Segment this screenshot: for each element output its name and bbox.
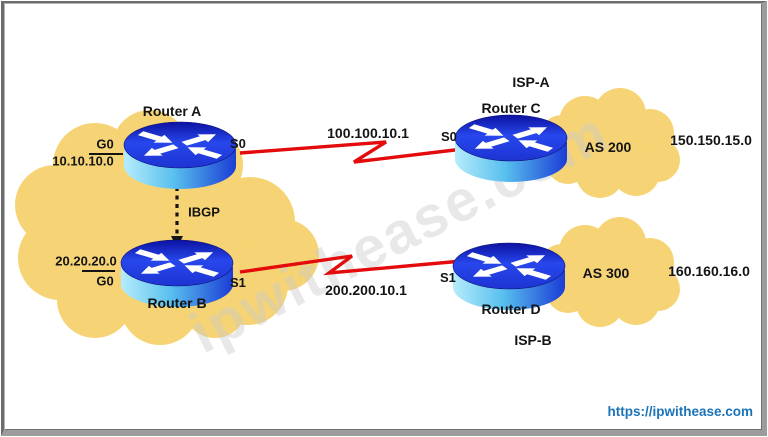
local-network-cloud [15,110,319,345]
link-routerB-routerD [239,254,463,276]
router-c-s0-label: S0 [441,129,457,144]
link-routerA-routerC [239,140,464,164]
network-10-label: 10.10.10.0 [52,153,114,169]
link-bottom-ip-label: 200.200.10.1 [325,282,407,298]
as200-label: AS 200 [584,139,632,155]
router-d-label: Router D [481,301,541,317]
router-b-label: Router B [147,295,207,311]
isp-b-label: ISP-B [514,332,552,348]
router-a-s0-label: S0 [230,136,246,151]
isp-a-label: ISP-A [512,74,550,90]
router-d-s1-label: S1 [440,270,456,285]
router-a-g0-underline [89,153,123,155]
router-b-g0-label: G0 [96,273,114,289]
router-c-label: Router C [481,100,541,116]
network-20-label: 20.20.20.0 [55,253,117,269]
ipwithease-link[interactable]: https://ipwithease.com [607,404,753,419]
network-160-label: 160.160.16.0 [668,263,750,279]
router-a-label: Router A [142,103,202,119]
as300-label: AS 300 [582,265,630,281]
router-a-g0-label: G0 [96,136,114,152]
link-top-ip-label: 100.100.10.1 [327,125,409,141]
ibgp-label: IBGP [188,204,220,220]
router-b-s1-label: S1 [230,275,246,290]
network-150-label: 150.150.15.0 [670,132,752,148]
router-b-g0-underline [82,270,115,272]
